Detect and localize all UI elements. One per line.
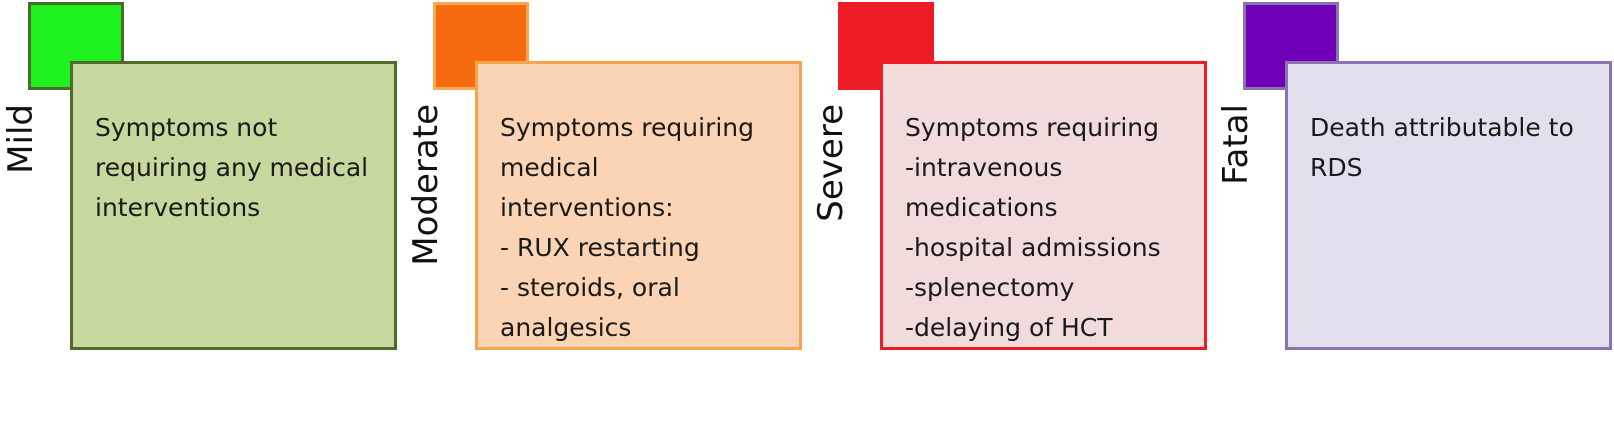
description-line: interventions: [95, 193, 261, 222]
category-card-severe: Symptoms requiring -intravenous medicati…: [811, 0, 1208, 352]
category-label-severe: Severe: [811, 104, 851, 222]
description-line: analgesics: [500, 313, 632, 342]
moderate-label-area: Moderate: [406, 104, 446, 334]
description-line: Symptoms not: [95, 113, 278, 142]
description-line: medical: [500, 153, 599, 182]
moderate-description-box: Symptoms requiring medical interventions…: [475, 61, 802, 350]
description-line: -delaying of HCT: [905, 313, 1113, 342]
description-line: Symptoms requiring: [905, 113, 1160, 142]
description-line: Death attributable to: [1310, 113, 1574, 142]
description-line: interventions:: [500, 193, 674, 222]
description-line: RDS: [1310, 153, 1363, 182]
category-card-moderate: Symptoms requiring medical interventions…: [406, 0, 803, 352]
category-card-mild: Symptoms not requiring any medical inter…: [1, 0, 398, 352]
fatal-description-box: Death attributable to RDS: [1285, 61, 1612, 350]
description-line: - steroids, oral: [500, 273, 680, 302]
severe-description-box: Symptoms requiring -intravenous medicati…: [880, 61, 1207, 350]
description-line: -intravenous: [905, 153, 1063, 182]
description-line: Symptoms requiring: [500, 113, 755, 142]
description-line: medications: [905, 193, 1058, 222]
category-label-mild: Mild: [1, 104, 41, 174]
severe-label-area: Severe: [811, 104, 851, 334]
description-line: - RUX restarting: [500, 233, 700, 262]
mild-description-box: Symptoms not requiring any medical inter…: [70, 61, 397, 350]
mild-label-area: Mild: [1, 104, 41, 334]
category-card-fatal: Death attributable to RDS Fatal: [1216, 0, 1613, 352]
fatal-label-area: Fatal: [1216, 104, 1256, 334]
category-label-moderate: Moderate: [406, 104, 446, 266]
description-line: requiring any medical: [95, 153, 369, 182]
description-line: -splenectomy: [905, 273, 1075, 302]
category-label-fatal: Fatal: [1216, 104, 1256, 185]
description-line: -hospital admissions: [905, 233, 1161, 262]
